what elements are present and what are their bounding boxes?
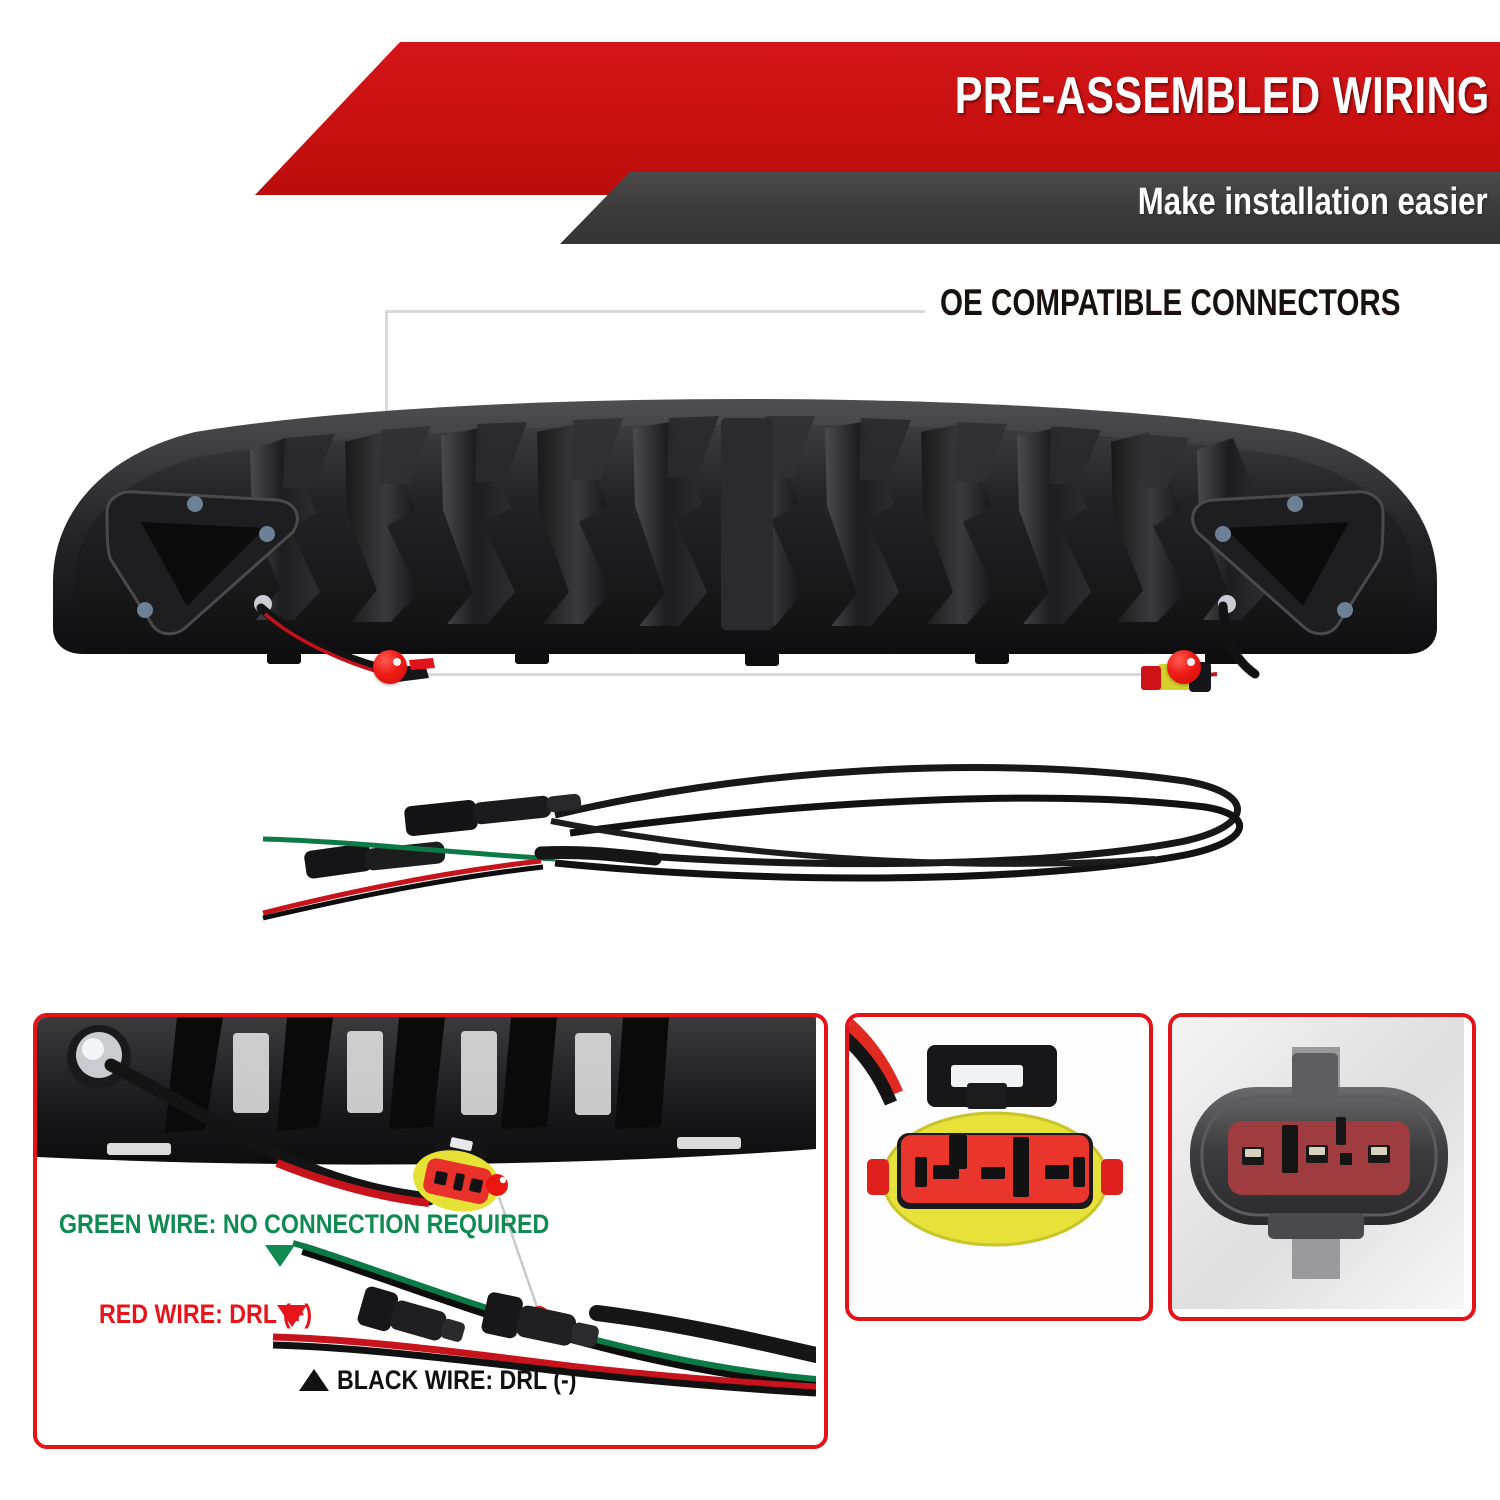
lower-red-wire (272, 1333, 817, 1391)
red-wire-arrow (277, 1305, 307, 1327)
callout-label: OE COMPATIBLE CONNECTORS (940, 282, 1401, 323)
fc-red-wire (849, 1017, 903, 1096)
grille-svg (53, 399, 1437, 692)
panel-female-connector (845, 1013, 1153, 1321)
banner-subtitle: Make installation easier (1138, 181, 1488, 223)
grille-product-image (45, 392, 1445, 692)
lower-black-wire (272, 1341, 817, 1397)
green-wire-arrow (265, 1245, 295, 1267)
harness-connector-upper (404, 793, 582, 836)
female-connector-photo (849, 1017, 1141, 1309)
pigtail-red (275, 1159, 430, 1207)
connector-marker-right (1167, 650, 1201, 684)
harness-connector-left (357, 1286, 465, 1342)
harness-black-wire (262, 864, 544, 921)
harness-green-wire (262, 836, 556, 862)
fc-locking-clip (927, 1045, 1057, 1109)
grille-chevron-accents (283, 416, 1189, 488)
red-wire-label: RED WIRE: DRL (+) (99, 1299, 313, 1329)
green-wire-label: GREEN WIRE: NO CONNECTION REQUIRED (59, 1209, 550, 1239)
black-wire-label: BLACK WIRE: DRL (-) (337, 1365, 577, 1395)
harness-svg (262, 764, 1244, 921)
harness-connector-right (481, 1292, 599, 1348)
banner-title: PRE-ASSEMBLED WIRING (955, 67, 1490, 125)
fc-left-tab (867, 1159, 889, 1195)
mc-key-tab (1292, 1053, 1338, 1097)
harness-sheath-lower (589, 1305, 824, 1363)
leader-line-horizontal-bottom (385, 673, 1185, 676)
connector-marker-left (373, 650, 407, 684)
male-connector-photo (1172, 1017, 1464, 1309)
panel-wiring-detail: GREEN WIRE: NO CONNECTION REQUIRED RED W… (33, 1013, 828, 1449)
panel-male-connector (1168, 1013, 1476, 1321)
black-wire-arrow (299, 1369, 329, 1391)
grille-mount-tabs (267, 650, 1239, 666)
drl-housing-right (1191, 490, 1385, 636)
fc-terminal-slots (915, 1135, 1085, 1197)
banner-dark-shape (560, 172, 1500, 244)
leader-line-horizontal-top (385, 310, 925, 313)
wiring-harness-image (255, 755, 1265, 930)
grille-center-bar (721, 418, 773, 630)
female-connector-pin (486, 1174, 508, 1196)
harness-red-wire (262, 858, 542, 916)
banner-red-shape (255, 42, 1500, 195)
fc-right-tab (1101, 1159, 1123, 1195)
harness-sheath (534, 845, 662, 866)
mounting-bolt (67, 1025, 131, 1089)
fc-black-wire (849, 1032, 897, 1106)
drl-housing-left (105, 490, 299, 636)
mc-pins (1242, 1117, 1390, 1173)
female-connector (413, 1129, 501, 1212)
detail-leader-line (497, 1196, 539, 1308)
wiring-detail-photo (37, 1017, 824, 1437)
